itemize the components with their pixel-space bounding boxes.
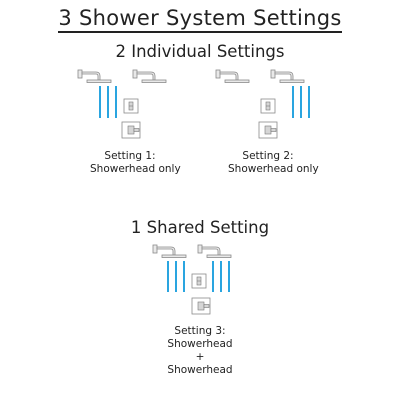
setting-1-description: Showerhead only [90, 163, 181, 175]
setting-1-caption: Setting 1: Showerhead only [90, 150, 181, 176]
setting-3-shower-handle-icon [191, 297, 211, 315]
setting-1-left-showerhead-icon [77, 69, 112, 83]
page-title-text: 3 Shower System Settings [58, 6, 342, 33]
setting-3-line-plus: + [195, 351, 205, 363]
setting-3-left-water-streams [167, 261, 185, 292]
setting-1-diverter-valve-icon [123, 98, 139, 114]
setting-2-left-showerhead-icon [215, 69, 250, 83]
setting-3-right-showerhead-icon [197, 244, 232, 258]
setting-3-line-showerhead-b: Showerhead [167, 364, 233, 376]
setting-2-water-streams [292, 86, 310, 118]
setting-1-right-showerhead-icon [132, 69, 167, 83]
setting-1-water-streams [99, 86, 117, 118]
setting-3-right-water-streams [212, 261, 230, 292]
setting-1-title: Setting 1: [104, 150, 156, 162]
setting-2-shower-handle-icon [258, 121, 278, 139]
setting-3-line-showerhead-a: Showerhead [167, 338, 233, 350]
setting-2-title: Setting 2: [242, 150, 294, 162]
shared-setting-heading: 1 Shared Setting [130, 218, 270, 237]
individual-settings-heading: 2 Individual Settings [115, 42, 285, 61]
page-title: 3 Shower System Settings [0, 6, 400, 33]
setting-3-caption: Setting 3: Showerhead + Showerhead [160, 325, 240, 377]
setting-1-shower-handle-icon [121, 121, 141, 139]
setting-2-diverter-valve-icon [260, 98, 276, 114]
setting-3-left-showerhead-icon [152, 244, 187, 258]
setting-2-caption: Setting 2: Showerhead only [228, 150, 319, 176]
setting-3-title: Setting 3: [174, 325, 226, 337]
setting-2-right-showerhead-icon [270, 69, 305, 83]
setting-2-description: Showerhead only [228, 163, 319, 175]
setting-3-diverter-valve-icon [191, 273, 207, 289]
